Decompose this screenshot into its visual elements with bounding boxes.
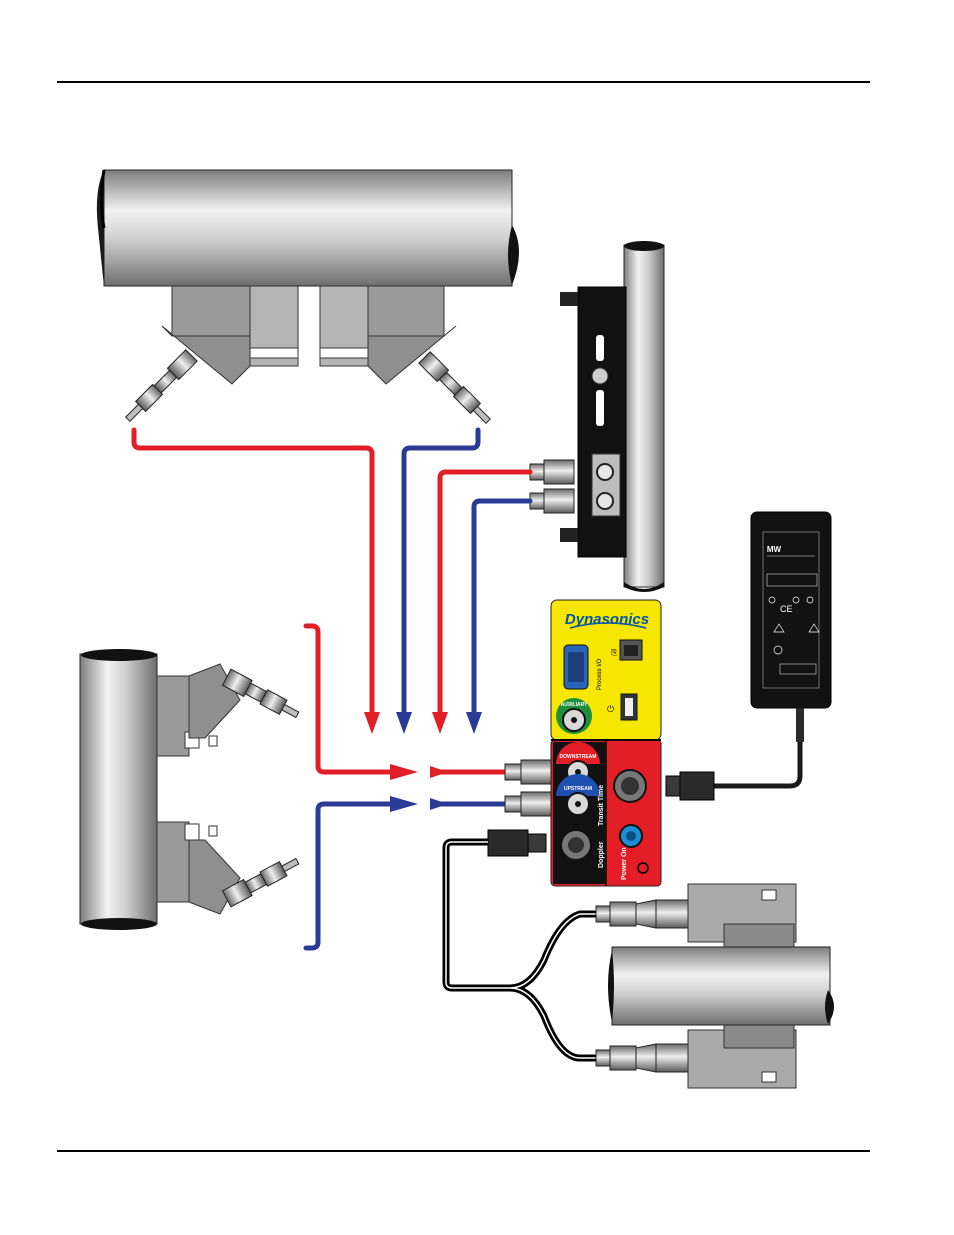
- power-supply: MW CE: [666, 512, 831, 800]
- cable-blue-rail: [474, 501, 530, 712]
- cable-red-rail: [440, 472, 530, 712]
- cable-red-left-pipe: [306, 626, 395, 772]
- cable-blue-left-pipe: [306, 804, 395, 948]
- rail-pipe: [624, 245, 664, 587]
- doppler-label: Doppler: [598, 841, 605, 868]
- power-supply-logo: MW: [767, 545, 782, 554]
- power-on-label: Power On: [621, 847, 628, 880]
- cable-red-top-left: [134, 430, 372, 712]
- usb-icon: ⏻: [607, 704, 614, 714]
- arrow-tail-red: [430, 766, 448, 778]
- upstream-label: UPSTREAM: [564, 786, 592, 792]
- auxiliary-label: AUXILIARY: [561, 702, 588, 708]
- top-pipe: [104, 170, 512, 286]
- ethernet-icon: ⎘: [611, 648, 618, 657]
- process-io-label: Process I/O: [597, 658, 603, 690]
- meter-panel: Dynasonics Process I/O ⎘ ⏻ AUXILIARY DOW…: [551, 600, 661, 886]
- doppler-pipe: [612, 947, 830, 1025]
- left-pipe-assembly: [80, 649, 302, 930]
- rail-pipe-assembly: [530, 241, 664, 592]
- arrow-down-blue-2: [466, 712, 482, 734]
- flow-arrows: [364, 712, 482, 812]
- downstream-label: DOWNSTREAM: [560, 754, 597, 760]
- arrow-right-red: [390, 764, 418, 780]
- top-pipe-assembly: [97, 170, 519, 427]
- arrow-down-red-1: [364, 712, 380, 734]
- power-cable: [712, 708, 800, 786]
- arrow-down-blue-1: [396, 712, 412, 734]
- transit-time-label: Transit Time: [598, 785, 605, 826]
- left-pipe: [80, 654, 157, 924]
- arrow-right-blue: [390, 796, 418, 812]
- panel-cable-connectors: [505, 760, 551, 816]
- ce-mark-icon: CE: [780, 604, 793, 614]
- arrow-tail-blue: [430, 798, 448, 810]
- arrow-down-red-2: [432, 712, 448, 734]
